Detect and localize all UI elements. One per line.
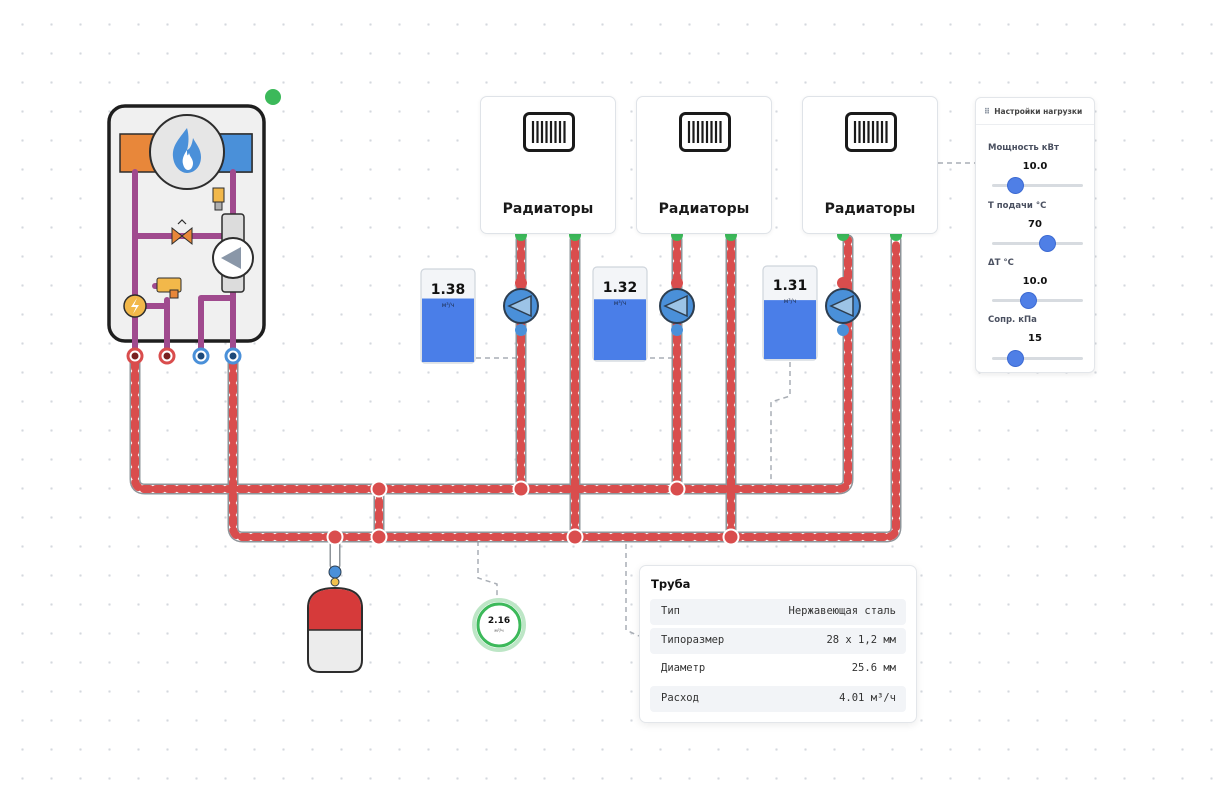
flow-meter-value: 2.16 [488, 616, 510, 626]
supply-temp-value: 70 [1028, 219, 1042, 230]
tank-unit: м³/ч [784, 298, 797, 305]
flow-tank[interactable]: 1.32 м³/ч [592, 266, 648, 362]
tank-unit: м³/ч [614, 300, 627, 307]
pipe-row-key: Расход [661, 692, 699, 704]
radiator-card[interactable]: Радиаторы [636, 96, 772, 234]
delta-t-slider-thumb[interactable] [1021, 293, 1037, 308]
settings-title: Настройки нагрузки [994, 106, 1083, 116]
pipe-row-value: Нержавеющая сталь [788, 605, 896, 617]
radiator-label: Радиаторы [824, 201, 916, 217]
pipe-row-value: 28 x 1,2 мм [826, 634, 896, 646]
resistance-slider[interactable] [992, 351, 1083, 366]
power-slider-thumb[interactable] [1007, 178, 1023, 193]
pipe-row-key: Диаметр [661, 662, 706, 674]
tank-value: 1.38 [431, 282, 466, 298]
boiler-ports [126, 347, 242, 365]
pipe-card-title: Труба [651, 577, 691, 591]
radiator-card[interactable]: Радиаторы [480, 96, 616, 234]
pipe-row-diameter: Диаметр 25.6 мм [650, 656, 906, 682]
pipe-row-key: Типоразмер [661, 634, 725, 646]
drag-handle-icon[interactable]: ⠿ [984, 106, 990, 116]
pipe-row-size: Типоразмер 28 x 1,2 мм [650, 628, 906, 654]
resistance-slider-thumb[interactable] [1007, 351, 1023, 366]
supply-temp-slider[interactable] [992, 236, 1083, 251]
radiator-icon [523, 112, 575, 152]
pipe-junctions[interactable] [326, 480, 740, 546]
power-slider[interactable] [992, 178, 1083, 193]
pipe-row-type: Тип Нержавеющая сталь [650, 599, 906, 625]
tank-value: 1.31 [773, 278, 808, 294]
supply-temp-label: Т подачи °С [988, 201, 1047, 211]
flow-meter[interactable]: 2.16 м³/ч [472, 598, 526, 652]
delta-t-value: 10.0 [1022, 276, 1048, 287]
circulation-pump[interactable] [659, 277, 695, 336]
resistance-value: 15 [1028, 333, 1042, 344]
radiator-label: Радиаторы [502, 201, 594, 217]
expansion-tank[interactable] [307, 565, 363, 673]
settings-header[interactable]: ⠿ Настройки нагрузки [976, 98, 1094, 125]
delta-t-slider[interactable] [992, 293, 1083, 308]
radiator-icon [845, 112, 897, 152]
radiator-icon [679, 112, 731, 152]
flow-meter-unit: м³/ч [494, 628, 504, 634]
supply-temp-slider-thumb[interactable] [1039, 236, 1055, 251]
status-indicator [265, 89, 281, 105]
pipe-row-flow: Расход 4.01 м³/ч [650, 686, 906, 712]
radiator-card[interactable]: Радиаторы [802, 96, 938, 234]
pipe-row-key: Тип [661, 605, 680, 617]
flow-tank[interactable]: 1.38 м³/ч [420, 268, 476, 364]
circulation-pump[interactable] [825, 277, 861, 336]
circulation-pump[interactable] [503, 277, 539, 336]
load-settings-panel: ⠿ Настройки нагрузки Мощность кВт 10.0 Т… [975, 97, 1095, 373]
resistance-label: Сопр. кПа [988, 315, 1037, 325]
flow-tank[interactable]: 1.31 м³/ч [762, 265, 818, 361]
power-value: 10.0 [1022, 161, 1048, 172]
boiler[interactable] [107, 104, 266, 353]
delta-t-label: ΔТ °С [988, 258, 1014, 268]
pipe-row-value: 25.6 мм [851, 662, 896, 674]
pipe-info-card: Труба Тип Нержавеющая сталь Типоразмер 2… [639, 565, 917, 723]
pipe-row-value: 4.01 м³/ч [839, 692, 896, 704]
radiator-label: Радиаторы [658, 201, 750, 217]
tank-unit: м³/ч [442, 302, 455, 309]
power-label: Мощность кВт [988, 143, 1059, 153]
tank-value: 1.32 [603, 280, 638, 296]
